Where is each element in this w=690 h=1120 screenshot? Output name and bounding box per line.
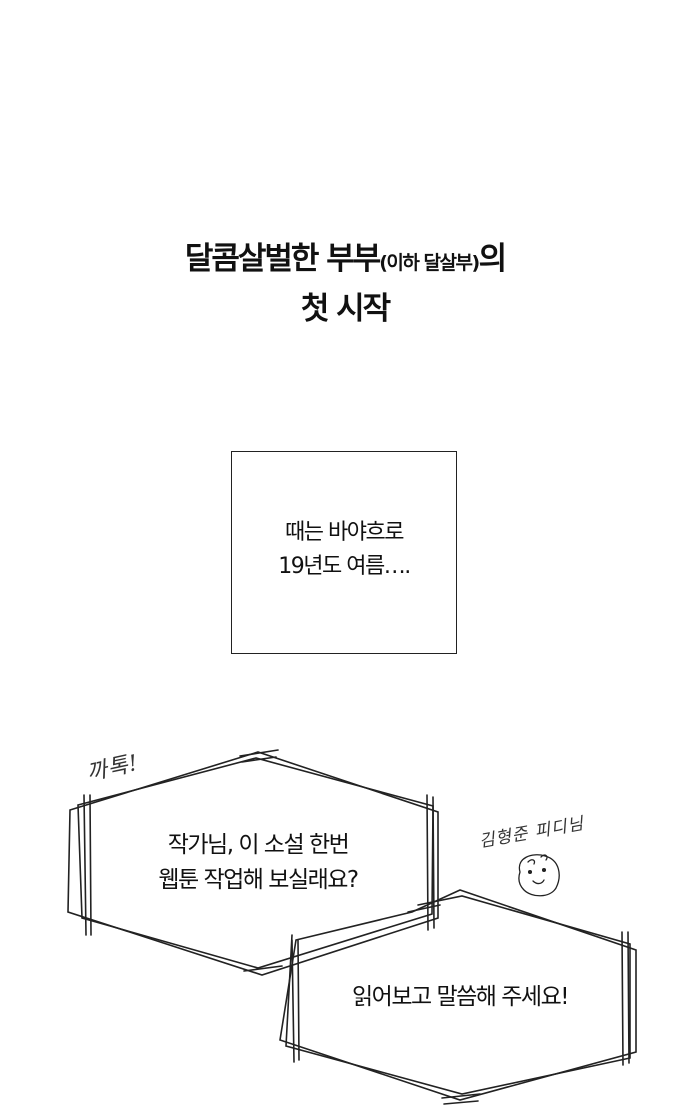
- page-title: 달콤살벌한 부부(이하 달살부)의 첫 시작: [0, 236, 690, 332]
- narration-line-2: 19년도 여름….: [278, 554, 411, 579]
- doodle-face-icon: [518, 854, 560, 897]
- title-main: 달콤살벌한 부부: [184, 241, 381, 277]
- narration-line-1: 때는 바야흐로: [285, 520, 404, 545]
- narration-box: 때는 바야흐로 19년도 여름….: [231, 451, 457, 654]
- title-line-2: 첫 시작: [300, 291, 391, 327]
- speech-bubble-1-line-2: 웹툰 작업해 보실래요?: [158, 867, 359, 893]
- title-line-1: 달콤살벌한 부부(이하 달살부)의: [0, 236, 690, 286]
- speech-bubble-2-frame: [279, 889, 637, 1105]
- title-paren-note: (이하 달살부): [379, 252, 480, 274]
- speech-bubble-1-text: 작가님, 이 소설 한번 웹툰 작업해 보실래요?: [90, 828, 426, 898]
- speech-bubble-2-text: 읽어보고 말씀해 주세요!: [352, 984, 569, 1010]
- narration-text: 때는 바야흐로 19년도 여름….: [232, 516, 456, 584]
- title-end: 의: [478, 241, 507, 277]
- speech-bubble-1-line-1: 작가님, 이 소설 한번: [167, 832, 350, 858]
